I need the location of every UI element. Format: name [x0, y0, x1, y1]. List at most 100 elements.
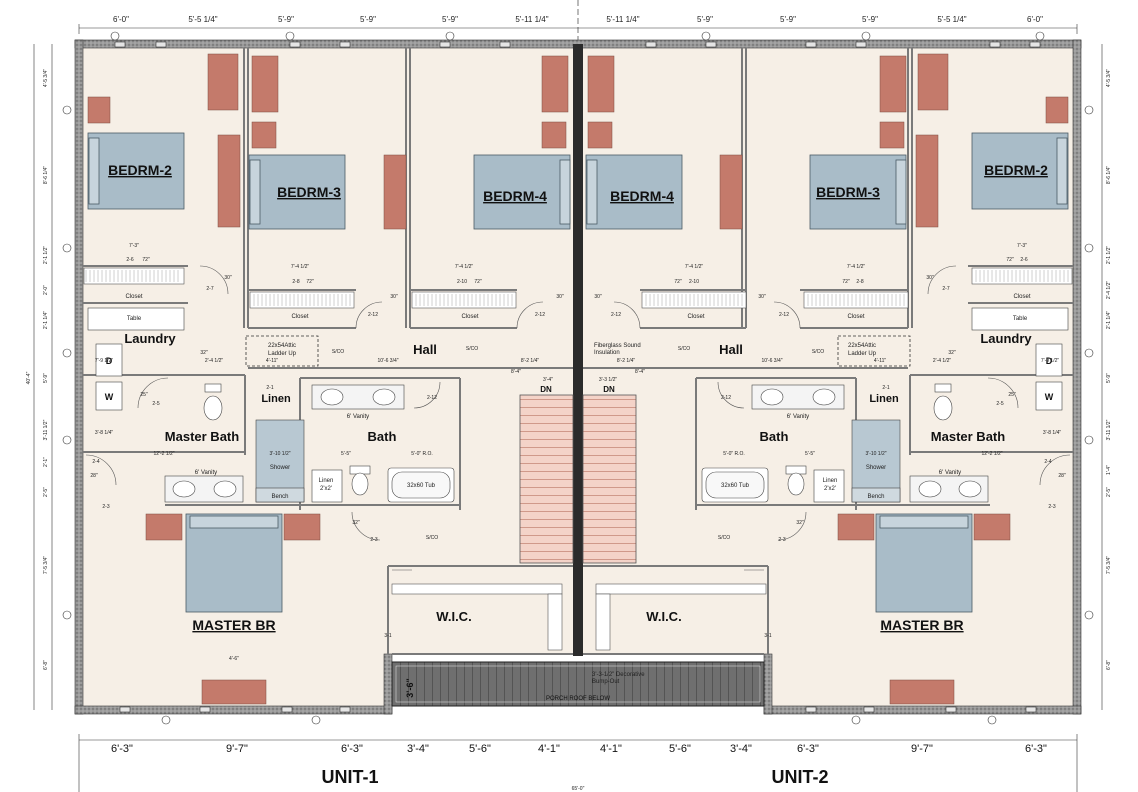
mb-dim-u2: 12'-2 1/2" [981, 451, 1002, 457]
hall-dim-d-u2: 8'-4" [635, 369, 645, 375]
mb-dim2: 3'-8 1/4" [95, 430, 114, 436]
door-tag-c: 2-10 [457, 279, 467, 285]
d32-d: 32" [796, 520, 804, 526]
door-tag-i-2: 2-12 [535, 312, 545, 318]
unit1-master-br-label: MASTER BR [192, 617, 275, 633]
bottom-dim-5: 5'-6" [469, 743, 491, 755]
bottom-dim-3: 6'-3" [341, 743, 363, 755]
code72-e: 72" [842, 279, 850, 285]
unit1-bedrm2-label: BEDRM-2 [108, 162, 172, 178]
door-tag-i-3: 2-12 [611, 312, 621, 318]
left-dim-3: 2'-1 1/2" [43, 246, 49, 265]
door-tag-b-u2: 2-8 [856, 279, 863, 285]
unit1-attic-label: 22x54Attic [268, 343, 296, 349]
beds [87, 132, 1069, 613]
d32-a: 32" [200, 350, 208, 356]
porch-dim: 3'-6" [405, 678, 415, 697]
unit2-table-label: Table [1013, 316, 1028, 322]
hall-dim-d: 8'-4" [511, 369, 521, 375]
left-dim-2: 8'-6 1/4" [43, 166, 49, 185]
bath-dim-b: 5'-0" R.O. [411, 451, 433, 457]
d32-b: 32" [948, 350, 956, 356]
d28-b: 28" [1058, 473, 1066, 479]
unit1-hall-label: Hall [413, 342, 437, 357]
closet4-width: 7'-4 1/2" [455, 264, 474, 270]
door-tag-i-6: 2-12 [721, 395, 731, 401]
unit2-bedrm2-label: BEDRM-2 [984, 162, 1048, 178]
unit2-tub-label: 32x60 Tub [721, 483, 750, 489]
unit1-master-bath-label: Master Bath [165, 429, 239, 444]
right-dimensions: 4'-5 3/4" 8'-6 1/4" 2'-1 1/2" 2'-4 1/2" … [1106, 69, 1112, 670]
right-dim-10: 7'-5 3/4" [1106, 556, 1112, 575]
unit2-bath-vanity-label: 6' Vanity [787, 414, 809, 420]
porch-roof [391, 661, 765, 707]
stair-width: 3'-4" [543, 377, 553, 383]
unit-1-label: UNIT-1 [321, 767, 378, 787]
door-tag-h-u2: 2-7 [942, 286, 949, 292]
unit1-table-label: Table [127, 316, 142, 322]
right-dim-2: 8'-6 1/4" [1106, 166, 1112, 185]
right-dim-6: 5'-9" [1106, 373, 1112, 383]
door-tag-f-u2: 2-5 [996, 401, 1003, 407]
fixture-labels: Closet Closet Closet Closet Closet Close… [105, 294, 1054, 702]
bath-dim-a: 5'-5" [341, 451, 351, 457]
unit1-dryer-label: D [106, 356, 113, 366]
unit-2-label: UNIT-2 [771, 767, 828, 787]
d30-c: 30" [556, 294, 564, 300]
left-dim-9: 2'-5" [43, 487, 49, 497]
bottom-dimension-line [78, 734, 1078, 792]
bottom-dim-10: 6'-3" [797, 743, 819, 755]
code72-d: 72" [674, 279, 682, 285]
bumpout-label-1: 3'-3-1/2" Decorative [592, 672, 645, 678]
bottom-dim-12: 6'-3" [1025, 743, 1047, 755]
top-dimensions: 6'-0" 5'-5 1/4" 5'-9" 5'-9" 5'-9" 5'-11 … [113, 15, 1043, 24]
unit2-bedrm3-label: BEDRM-3 [816, 184, 880, 200]
right-dim-1: 4'-5 3/4" [1106, 69, 1112, 88]
unit1-smoke-2: S/CO [466, 346, 478, 352]
party-wall [573, 44, 583, 656]
sound-insulation-2: Insulation [594, 350, 620, 356]
bottom-dimensions: 6'-3" 9'-7" 6'-3" 3'-4" 5'-6" 4'-1" 4'-1… [111, 743, 1047, 792]
code72-b: 72" [306, 279, 314, 285]
bumpout-label-2: Bump-Out [592, 679, 620, 685]
unit1-bench-label: Bench [271, 494, 288, 500]
right-dim-7: 3'-11 1/2" [1106, 419, 1112, 440]
d30-e: 30" [758, 294, 766, 300]
door-tag-e-3: 2-3 [778, 537, 785, 543]
unit1-closet2-label: Closet [125, 294, 142, 300]
left-dim-1: 4'-5 3/4" [43, 69, 49, 88]
door-tag-g: 2-4 [92, 459, 99, 465]
porch-label: PORCH ROOF BELOW [546, 696, 610, 702]
unit2-smoke-3: S/CO [718, 535, 730, 541]
d25-a: 25" [140, 392, 148, 398]
left-dim-10: 7'-5 3/4" [43, 556, 49, 575]
unit1-washer-label: W [105, 392, 114, 402]
unit2-closet4-label: Closet [687, 314, 704, 320]
top-dim-12: 6'-0" [1027, 15, 1043, 24]
unit2-closet2-label: Closet [1013, 294, 1030, 300]
unit2-attic-label: 22x54Attic [848, 343, 876, 349]
unit1-smoke-3: S/CO [426, 535, 438, 541]
d32-c: 32" [352, 520, 360, 526]
hall-dim-a-u2: 4'-11" [874, 358, 887, 364]
bath-dim-b-u2: 5'-0" R.O. [723, 451, 745, 457]
unit2-stair-dn: DN [603, 385, 615, 394]
right-dim-4: 2'-4 1/2" [1106, 281, 1112, 300]
unit1-tub-label: 32x60 Tub [407, 483, 436, 489]
unit2-shower-label: Shower [866, 465, 886, 471]
left-dim-8: 2'-1" [43, 457, 49, 467]
top-dim-8: 5'-9" [697, 15, 713, 24]
hall-dim-b: 10'-6 3/4" [377, 358, 398, 364]
top-dim-3: 5'-9" [278, 15, 294, 24]
top-dimension-line [78, 24, 1078, 34]
unit1-bath-vanity-label: 6' Vanity [347, 414, 369, 420]
d30-f: 30" [926, 275, 934, 281]
laundry-dim-u2: 7'-9 1/2" [1041, 358, 1060, 364]
unit2-linen-label: Linen [869, 393, 899, 405]
d30-a: 30" [224, 275, 232, 281]
unit1-stair-dn: DN [540, 385, 552, 394]
unit2-linen-size: 2'x2' [824, 486, 836, 492]
bath-fixtures [87, 307, 1069, 503]
door-tag-g-u2: 2-4 [1044, 459, 1051, 465]
door-tag-d-u2: 2-1 [882, 385, 889, 391]
